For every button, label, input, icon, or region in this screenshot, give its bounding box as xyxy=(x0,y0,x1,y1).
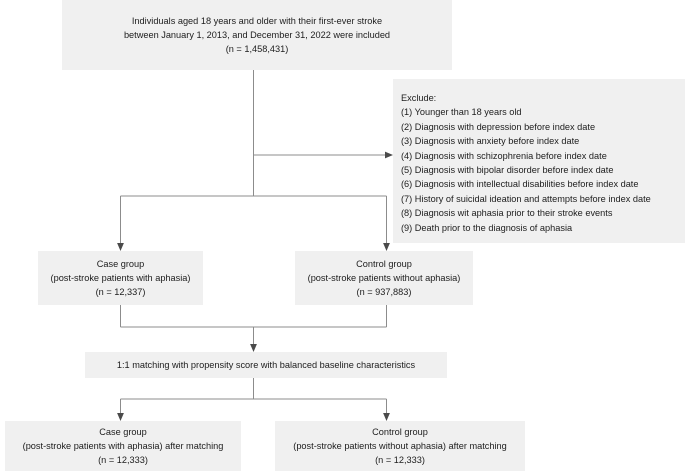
case-group-description: (post-stroke patients with aphasia) xyxy=(50,273,191,283)
case-group-matched-title: Case group xyxy=(99,427,147,437)
case-group-count: (n = 12,337) xyxy=(95,287,146,297)
arrowhead-matching xyxy=(250,344,257,352)
enrollment-line-1: Individuals aged 18 years and older with… xyxy=(131,16,383,26)
control-group-matched-count: (n = 12,333) xyxy=(375,455,425,465)
enrollment-box: Individuals aged 18 years and older with… xyxy=(62,0,452,70)
exclusion-item-6: (6) Diagnosis with intellectual disabili… xyxy=(401,179,639,190)
control-group-matched-title: Control group xyxy=(372,427,428,437)
control-group-count: (n = 937,883) xyxy=(356,287,412,297)
exclusion-box: Exclude: (1) Younger than 18 years old (… xyxy=(393,79,685,243)
exclusion-item-5: (5) Diagnosis with bipolar disorder befo… xyxy=(401,165,614,176)
matching-label: 1:1 matching with propensity score with … xyxy=(116,360,416,370)
case-group-matched-description: (post-stroke patients with aphasia) afte… xyxy=(22,441,224,451)
arrowhead-control xyxy=(383,243,390,251)
exclusion-item-2: (2) Diagnosis with depression before ind… xyxy=(401,121,596,132)
arrowhead-case xyxy=(117,243,124,251)
control-group-description: (post-stroke patients without aphasia) xyxy=(307,273,461,283)
matching-box: 1:1 matching with propensity score with … xyxy=(85,352,447,378)
arrowhead-exclusions xyxy=(385,151,393,159)
case-group-title: Case group xyxy=(96,259,145,269)
enrollment-line-3: (n = 1,458,431) xyxy=(225,44,289,54)
control-group-matched-box: Control group (post-stroke patients with… xyxy=(275,421,525,471)
arrowhead-case-matched xyxy=(117,413,124,421)
exclusion-item-7: (7) History of suicidal ideation and att… xyxy=(401,193,651,204)
enrollment-line-2: between January 1, 2013, and December 31… xyxy=(123,30,391,40)
arrowhead-control-matched xyxy=(383,413,390,421)
exclusion-item-8: (8) Diagnosis wit aphasia prior to their… xyxy=(401,208,613,219)
case-group-matched-count: (n = 12,333) xyxy=(98,455,148,465)
exclusion-item-1: (1) Younger than 18 years old xyxy=(401,107,522,118)
control-group-matched-description: (post-stroke patients without aphasia) a… xyxy=(293,441,507,451)
case-group-box: Case group (post-stroke patients with ap… xyxy=(38,251,203,305)
exclusion-item-9: (9) Death prior to the diagnosis of apha… xyxy=(401,222,573,233)
case-group-matched-box: Case group (post-stroke patients with ap… xyxy=(5,421,241,471)
exclusion-item-3: (3) Diagnosis with anxiety before index … xyxy=(401,136,580,147)
exclusion-item-4: (4) Diagnosis with schizophrenia before … xyxy=(401,150,607,161)
control-group-title: Control group xyxy=(356,259,412,269)
control-group-box: Control group (post-stroke patients with… xyxy=(295,251,473,305)
exclusion-heading: Exclude: xyxy=(401,93,437,103)
